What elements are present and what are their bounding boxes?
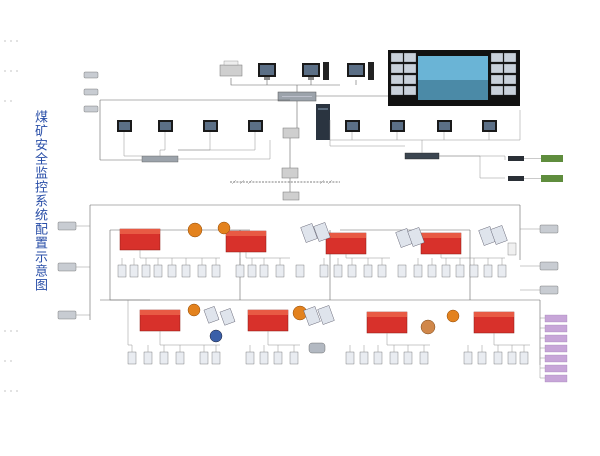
gateway-box	[282, 127, 300, 139]
top-workstation-2	[302, 62, 329, 80]
right-monitor-links	[329, 110, 521, 179]
left-monitor-screens	[119, 122, 261, 130]
valve-icon	[187, 221, 231, 238]
breaker-icon	[203, 305, 335, 326]
device-tag-column	[544, 314, 568, 383]
breaker-icon	[300, 222, 508, 248]
camera-icon	[83, 71, 99, 113]
printer	[219, 60, 243, 77]
tag-column-links	[539, 317, 545, 379]
valve-icon	[187, 303, 460, 343]
sensor-row1-links	[121, 250, 505, 265]
margin-dots	[4, 40, 18, 392]
core-switch	[277, 91, 317, 102]
reader-box	[507, 242, 517, 256]
ground-surface-line	[230, 179, 340, 185]
external-modems	[508, 155, 563, 182]
motor-unit	[308, 342, 326, 354]
top-workstation-1	[258, 63, 276, 80]
sensor-icon	[117, 264, 507, 278]
right-hub-switch	[404, 152, 440, 160]
left-monitor-links	[123, 132, 271, 160]
shaft-junction	[281, 167, 300, 201]
top-workstation-3	[347, 62, 374, 80]
right-monitor-row	[345, 120, 497, 132]
sensor-row2-links	[127, 300, 530, 352]
backbone-cables	[89, 178, 541, 365]
substation-icon	[139, 309, 515, 334]
sensor-icon	[127, 351, 529, 365]
substation-icon	[119, 228, 462, 255]
video-wall-icon	[388, 50, 520, 106]
camera-icon	[57, 221, 90, 320]
diagram-title: 煤矿安全监控系统配置示意图	[32, 110, 47, 292]
left-monitor-row	[117, 120, 263, 132]
camera-icon	[520, 224, 559, 295]
right-monitor-screens	[347, 122, 495, 130]
left-hub-switch	[141, 155, 179, 163]
server-icon	[316, 104, 330, 140]
